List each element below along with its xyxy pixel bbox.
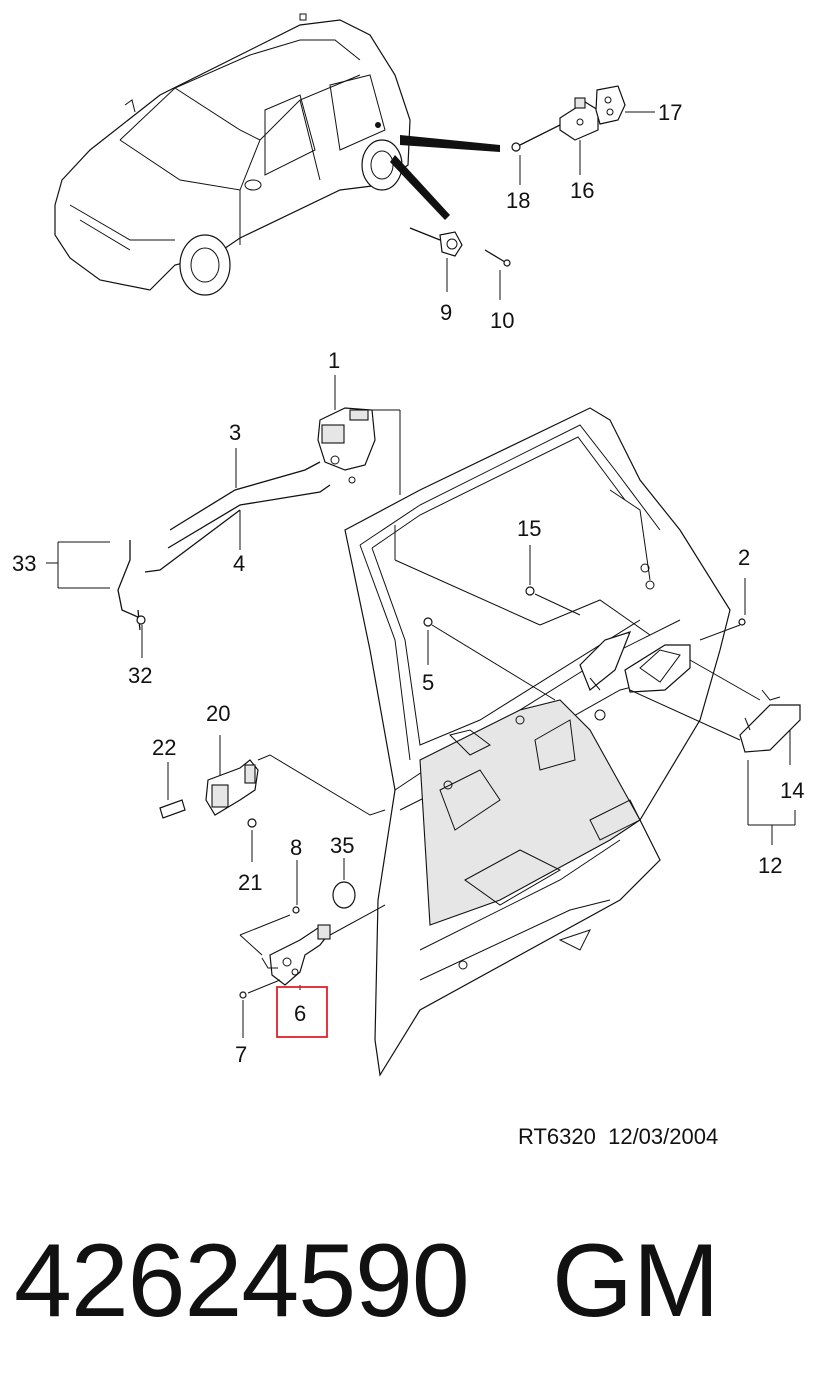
callout-2: 2 [738, 545, 750, 570]
callout-14: 14 [780, 778, 804, 803]
callout-21: 21 [238, 870, 262, 895]
callout-7: 7 [235, 1042, 247, 1067]
callout-17: 17 [658, 100, 682, 125]
lock-and-rods [46, 375, 401, 658]
callout-16: 16 [570, 178, 594, 203]
door-hinge [159, 735, 386, 862]
diagram-reference: RT6320 12/03/2004 [518, 1124, 719, 1149]
callout-22: 22 [152, 735, 176, 760]
callout-33: 33 [12, 551, 36, 576]
callout-20: 20 [206, 701, 230, 726]
part-number: 42624590 [14, 1223, 470, 1339]
check-link-parts [409, 227, 511, 300]
fasteners [423, 545, 581, 701]
striker-assembly [511, 85, 655, 185]
brand-name: GM [552, 1223, 720, 1339]
callout-32: 32 [128, 663, 152, 688]
callout-3: 3 [229, 420, 241, 445]
callout-18: 18 [506, 188, 530, 213]
callout-8: 8 [290, 835, 302, 860]
callout-1: 1 [328, 348, 340, 373]
car-illustration [54, 13, 500, 296]
callout-4: 4 [233, 551, 245, 576]
callout-15: 15 [517, 516, 541, 541]
outside-handle [624, 578, 801, 845]
callout-5: 5 [422, 670, 434, 695]
callout-10: 10 [490, 308, 514, 333]
callout-12: 12 [758, 853, 782, 878]
door-check-link [239, 858, 386, 1038]
callout-6: 6 [294, 1001, 306, 1026]
callout-9: 9 [440, 300, 452, 325]
rear-door [344, 407, 731, 1077]
highlight-box [276, 986, 328, 1038]
callout-35: 35 [330, 833, 354, 858]
